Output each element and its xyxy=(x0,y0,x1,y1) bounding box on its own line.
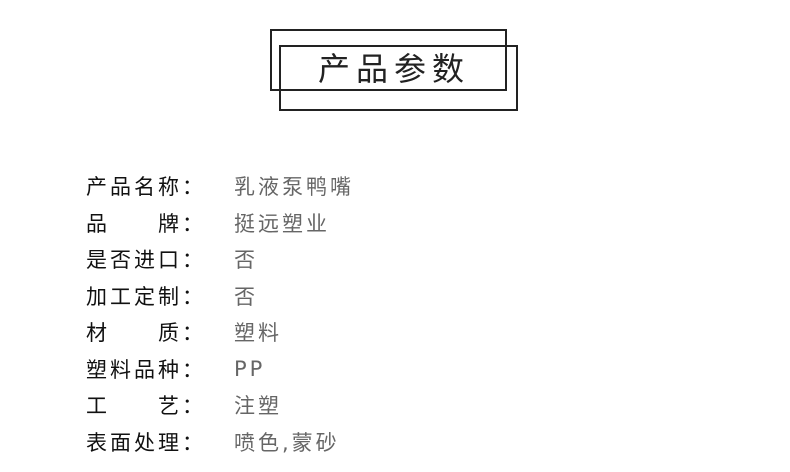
param-value: 塑料 xyxy=(234,321,282,346)
param-label: 加工定制： xyxy=(86,284,206,309)
param-value: 注塑 xyxy=(234,394,282,419)
param-value: 否 xyxy=(234,248,258,273)
params-list: 产品名称： 乳液泵鸭嘴 品 牌： 挺远塑业 是否进口： 否 加工定制： 否 材 … xyxy=(86,168,686,460)
param-label: 表面处理： xyxy=(86,430,206,455)
param-label: 工 艺： xyxy=(86,394,206,419)
param-row-plastic-type: 塑料品种： PP xyxy=(86,351,686,388)
param-row-customization: 加工定制： 否 xyxy=(86,278,686,315)
param-row-imported: 是否进口： 否 xyxy=(86,241,686,278)
param-value: 喷色,蒙砂 xyxy=(234,430,340,455)
param-row-process: 工 艺： 注塑 xyxy=(86,387,686,424)
param-value: 挺远塑业 xyxy=(234,211,330,236)
title-frame-back xyxy=(279,45,518,111)
title-frame: 产品参数 xyxy=(270,29,518,111)
param-row-product-name: 产品名称： 乳液泵鸭嘴 xyxy=(86,168,686,205)
param-label: 材 质： xyxy=(86,321,206,346)
param-row-brand: 品 牌： 挺远塑业 xyxy=(86,205,686,242)
param-label: 塑料品种： xyxy=(86,357,206,382)
param-label: 品 牌： xyxy=(86,211,206,236)
page-title: 产品参数 xyxy=(317,50,470,88)
param-label: 产品名称： xyxy=(86,175,206,200)
param-value: 乳液泵鸭嘴 xyxy=(234,175,354,200)
param-value: PP xyxy=(234,356,266,381)
param-row-material: 材 质： 塑料 xyxy=(86,314,686,351)
param-row-surface-treatment: 表面处理： 喷色,蒙砂 xyxy=(86,424,686,461)
param-label: 是否进口： xyxy=(86,248,206,273)
param-value: 否 xyxy=(234,284,258,309)
title-frame-front xyxy=(270,29,507,91)
